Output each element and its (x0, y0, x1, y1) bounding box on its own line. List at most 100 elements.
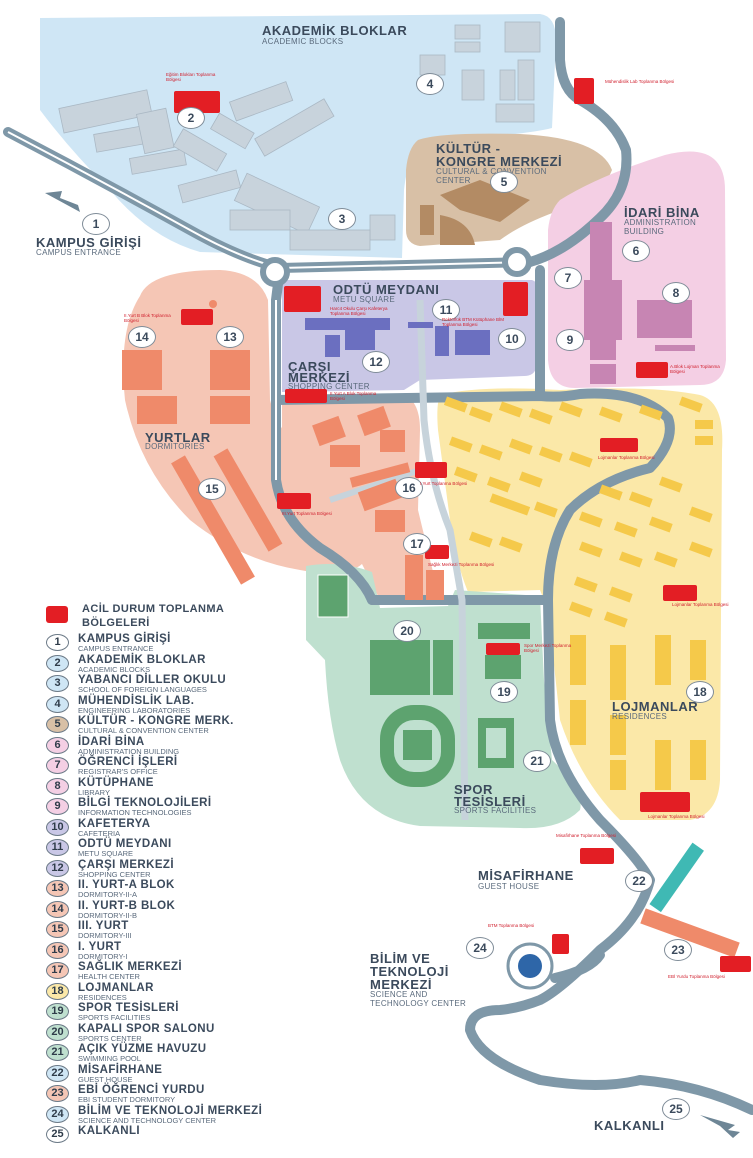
map-number-4[interactable]: 4 (416, 73, 444, 95)
legend-item-subtitle: HEALTH CENTER (78, 972, 140, 981)
science-center-building (518, 954, 542, 978)
map-number-17[interactable]: 17 (403, 533, 431, 555)
map-number-1[interactable]: 1 (82, 213, 110, 235)
legend-item-name: ÇARŞI MERKEZİ (78, 858, 174, 871)
map-number-16[interactable]: 16 (395, 477, 423, 499)
legend-number-badge: 17 (46, 962, 69, 979)
legend-number-badge: 3 (46, 675, 69, 692)
map-number-21[interactable]: 21 (523, 750, 551, 772)
assembly-label-residence-m: Lojmanlar Toplanma Bölgesi (672, 602, 729, 607)
map-number-5[interactable]: 5 (490, 171, 518, 193)
legend-item-subtitle: SCIENCE AND TECHNOLOGY CENTER (78, 1115, 217, 1125)
legend-number-badge: 8 (46, 777, 69, 795)
science-title-3: MERKEZİ (370, 977, 432, 992)
legend-item-subtitle: SPORTS FACILITIES (78, 1013, 151, 1022)
sports-subtitle: SPORTS FACILITIES (454, 806, 537, 815)
shopping-subtitle: SHOPPING CENTER (288, 382, 370, 391)
map-number-19[interactable]: 19 (490, 681, 518, 703)
map-number-12[interactable]: 12 (362, 351, 390, 373)
map-number-7[interactable]: 7 (554, 267, 582, 289)
legend-item-name: MÜHENDİSLİK LAB. (78, 694, 195, 707)
map-number-15[interactable]: 15 (198, 478, 226, 500)
culture-title-2: KONGRE MERKEZİ (436, 154, 563, 169)
guesthouse-building (649, 842, 704, 913)
legend-item-name: ODTÜ MEYDANI (78, 838, 172, 850)
assembly-label-residence-s: Lojmanlar Toplanma Bölgesi (648, 814, 705, 819)
assembly-label-dorm2a: II.Yurt A Blok Toplanma Bölgesi (330, 391, 377, 401)
culture-subtitle-2: CENTER (436, 176, 471, 185)
legend-item-name: İDARİ BİNA (78, 735, 145, 748)
dorm-buildings (122, 350, 444, 600)
map-number-10[interactable]: 10 (498, 328, 526, 350)
map-number-3[interactable]: 3 (328, 208, 356, 230)
legend-item-name: EBİ ÖĞRENCİ YURDU (78, 1084, 205, 1096)
map-number-2[interactable]: 2 (177, 107, 205, 129)
legend-item-name: LOJMANLAR (78, 981, 154, 994)
map-number-13[interactable]: 13 (216, 326, 244, 348)
science-title-2: TEKNOLOJİ (370, 964, 449, 979)
science-subtitle-1: SCIENCE AND (370, 990, 428, 999)
walkway-branch (329, 467, 421, 503)
legend-number-badge: 18 (46, 982, 69, 1000)
culture-subtitle-1: CULTURAL & CONVENTION (436, 167, 547, 176)
map-number-22[interactable]: 22 (625, 870, 653, 892)
map-number-20[interactable]: 20 (393, 620, 421, 642)
legend-item-name: AKADEMİK BLOKLAR (78, 653, 206, 666)
legend-item-name: SAĞLIK MERKEZİ (78, 961, 182, 973)
assembly-label-dorm1: I.Yurt Toplanma Bölgesi (420, 481, 468, 486)
legend-header: ACİL DURUM TOPLANMA BÖLGELERİ (42, 600, 342, 632)
admin-subtitle-2: BUILDING (624, 227, 665, 236)
legend-number-badge: 25 (46, 1126, 69, 1143)
dorms-title: YURTLAR (145, 430, 211, 445)
legend-item-name: KAMPUS GİRİŞİ (78, 633, 171, 645)
culture-buildings (420, 180, 530, 245)
map-number-14[interactable]: 14 (128, 326, 156, 348)
map-number-25[interactable]: 25 (662, 1098, 690, 1120)
legend-item-name: II. YURT-A BLOK (78, 879, 175, 891)
map-number-8[interactable]: 8 (662, 282, 690, 304)
legend-item-subtitle: SHOPPING CENTER (78, 869, 151, 879)
assembly-label-dorm2b: II.Yurt B Blok Toplanma Bölgesi (124, 313, 171, 323)
legend-number-badge: 16 (46, 941, 69, 959)
legend-number-badge: 15 (46, 921, 69, 938)
legend-item-subtitle: EBI STUDENT DORMITORY (78, 1095, 176, 1104)
map-number-23[interactable]: 23 (664, 939, 692, 961)
residence-buildings (443, 396, 713, 790)
legend-item[interactable]: 25 KALKANLI (42, 1124, 342, 1145)
map-number-6[interactable]: 6 (622, 240, 650, 262)
assembly-label-academic: Eğitim Blokları Toplanma Bölgesi (166, 72, 216, 82)
assembly-label-dorm3: III.Yurt Toplanma Bölgesi (282, 511, 332, 516)
map-number-9[interactable]: 9 (556, 329, 584, 351)
map-number-11[interactable]: 11 (432, 299, 460, 321)
map-number-18[interactable]: 18 (686, 681, 714, 703)
admin-title: İDARİ BİNA (624, 205, 700, 220)
legend-item-name: KALKANLI (78, 1125, 140, 1137)
admin-buildings (584, 222, 695, 384)
map-number-24[interactable]: 24 (466, 937, 494, 959)
